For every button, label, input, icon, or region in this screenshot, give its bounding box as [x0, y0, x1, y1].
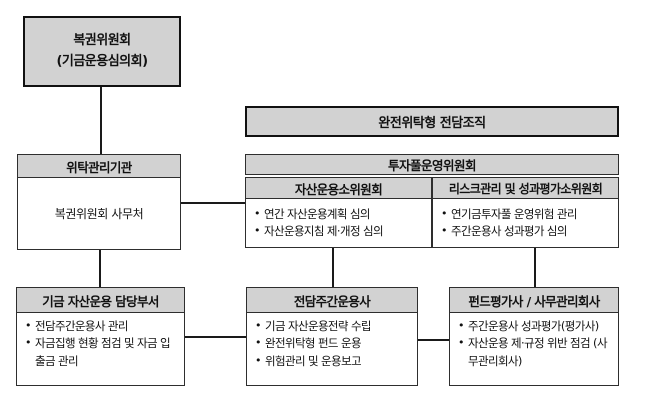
bullet-item: 자금집행 현황 점검 및 자금 입출금 관리: [25, 335, 180, 370]
lottery-committee-title: 복권위원회: [73, 33, 131, 49]
lead-manager-box: 전담주간운용사 기금 자산운용전략 수립 완전위탁형 펀드 운용 위험관리 및 …: [246, 287, 418, 386]
dedicated-org-banner: 완전위탁형 전담조직: [245, 106, 619, 137]
connector-top-to-trustee: [100, 87, 102, 155]
fund-dept-body: 전담주간운용사 관리 자금집행 현황 점검 및 자금 입출금 관리: [17, 313, 184, 385]
lead-manager-title: 전담주간운용사: [247, 288, 417, 313]
trustee-agency-box: 위탁관리기관 복권위원회 사무처: [17, 154, 181, 250]
connector-manager-to-evaluator: [418, 339, 450, 341]
lead-manager-body: 기금 자산운용전략 수립 완전위탁형 펀드 운용 위험관리 및 운용보고: [247, 313, 417, 385]
trustee-agency-body: 복권위원회 사무처: [54, 207, 144, 221]
trustee-agency-header: 위탁관리기관: [18, 155, 180, 178]
connector-risksub-to-evaluator: [534, 248, 536, 288]
bullet-item: 자산운용 제·규정 위반 점검 (사무관리회사): [458, 335, 614, 370]
bullet-item: 연간 자산운용계획 심의: [254, 206, 427, 223]
asset-subcommittee-body: 연간 자산운용계획 심의 자산운용지침 제·개정 심의: [246, 199, 431, 247]
risk-subcommittee-box: 리스크관리 및 성과평가소위원회 연기금투자풀 운영위험 관리 주간운용사 성과…: [432, 177, 619, 248]
fund-evaluator-title: 펀드평가사 / 사무관리회사: [450, 288, 618, 313]
risk-subcommittee-title: 리스크관리 및 성과평가소위원회: [433, 178, 618, 199]
fund-evaluator-box: 펀드평가사 / 사무관리회사 주간운용사 성과평가(평가사) 자산운용 제·규정…: [449, 287, 619, 386]
bullet-item: 주간운용사 성과평가 심의: [441, 223, 614, 240]
bullet-item: 주간운용사 성과평가(평가사): [458, 318, 614, 335]
risk-subcommittee-body: 연기금투자풀 운영위험 관리 주간운용사 성과평가 심의: [433, 199, 618, 247]
fund-dept-box: 기금 자산운용 담당부서 전담주간운용사 관리 자금집행 현황 점검 및 자금 …: [16, 287, 185, 386]
bullet-item: 전담주간운용사 관리: [25, 318, 180, 335]
pool-committee-title: 투자풀운영위원회: [387, 158, 477, 173]
connector-funddept-to-manager: [185, 336, 247, 338]
bullet-item: 연기금투자풀 운영위험 관리: [441, 206, 614, 223]
bullet-item: 위험관리 및 운용보고: [255, 353, 413, 370]
dedicated-org-label: 완전위탁형 전담조직: [378, 116, 486, 131]
asset-subcommittee-box: 자산운용소위원회 연간 자산운용계획 심의 자산운용지침 제·개정 심의: [245, 177, 432, 248]
fund-dept-title: 기금 자산운용 담당부서: [17, 288, 184, 313]
bullet-item: 자산운용지침 제·개정 심의: [254, 223, 427, 240]
pool-committee-header-box: 투자풀운영위원회: [245, 154, 619, 175]
lottery-committee-subtitle: (기금운용심의회): [56, 53, 148, 69]
asset-subcommittee-title: 자산운용소위원회: [246, 178, 431, 199]
connector-trustee-to-fund-dept: [99, 250, 101, 288]
bullet-item: 기금 자산운용전략 수립: [255, 318, 413, 335]
bullet-item: 완전위탁형 펀드 운용: [255, 335, 413, 352]
connector-assetsub-to-manager: [332, 248, 334, 288]
connector-trustee-to-pool: [181, 202, 246, 204]
fund-evaluator-body: 주간운용사 성과평가(평가사) 자산운용 제·규정 위반 점검 (사무관리회사): [450, 313, 618, 385]
lottery-committee-box: 복권위원회 (기금운용심의회): [23, 16, 181, 87]
